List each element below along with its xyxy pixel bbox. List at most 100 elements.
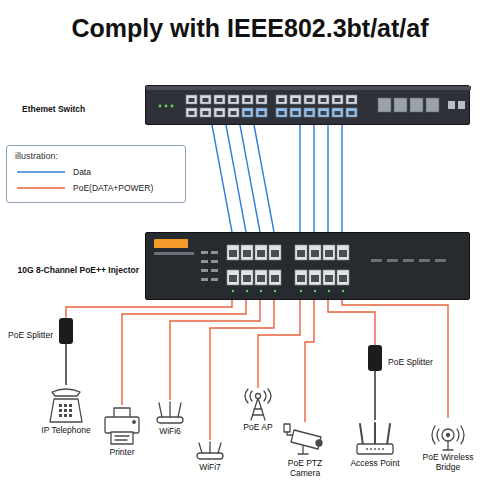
ptz-camera: PoE PTZ Camera [281, 422, 329, 478]
cable-connector [328, 300, 375, 345]
switch-port [242, 95, 253, 104]
injector-port [295, 270, 307, 285]
port-socket [243, 275, 251, 282]
injector-port [323, 270, 335, 285]
injector-port [241, 270, 253, 285]
switch-port [186, 95, 197, 104]
camera-stand [298, 446, 308, 454]
printer-device: Printer [100, 405, 144, 457]
port-socket [243, 250, 251, 257]
antenna-mast [251, 398, 265, 420]
bridge-stand [443, 441, 453, 450]
switch-port [304, 108, 315, 117]
icon-lines [197, 442, 223, 459]
cable-connector [313, 125, 314, 232]
port-socket [307, 111, 313, 115]
injector-port [269, 245, 281, 260]
device-label: IP Telephone [36, 425, 96, 435]
panel-mark [371, 259, 382, 262]
ptz-camera-icon [281, 422, 329, 458]
port-socket [189, 111, 195, 115]
node-heading: PoE Splitter [387, 357, 434, 367]
cable-connector [327, 125, 328, 232]
status-led [159, 105, 162, 108]
switch-port [332, 108, 343, 117]
port-socket [259, 111, 265, 115]
device-label: WiFi7 [193, 462, 227, 472]
legend-text: PoE(DATA+POWER) [73, 183, 153, 193]
switch-face [146, 86, 471, 126]
switch-port [290, 108, 301, 117]
printer-body [105, 417, 139, 433]
cable-connector [305, 300, 314, 422]
device-label: Printer [100, 447, 144, 457]
cable-connector [254, 125, 274, 232]
printer-output [111, 432, 133, 444]
title-area: Comply with IEEE802.3bt/at/af [0, 14, 500, 43]
cable-connector [170, 300, 260, 400]
cable-connector [65, 344, 66, 385]
icon-lines [284, 424, 322, 454]
port-socket [245, 111, 251, 115]
switch-port [276, 108, 287, 117]
poe-splitter: PoE Splitter [368, 345, 382, 371]
port-socket [321, 111, 327, 115]
port-socket [297, 275, 305, 282]
switch-port [214, 108, 225, 117]
legend-row: PoE(DATA+POWER) [15, 180, 177, 196]
wifi-router: WiFi6 [153, 400, 187, 436]
printer-device-icon [100, 405, 144, 447]
poe-injector: 10G 8-Channel PoE++ Injector [145, 232, 470, 300]
port-socket [325, 250, 333, 257]
wireless-bridge: PoE Wireless Bridge [415, 418, 481, 472]
poe-ap: PoE AP [238, 388, 278, 432]
switch-port [200, 108, 211, 117]
router-led [370, 448, 372, 450]
port-socket [231, 98, 237, 102]
injector-port [255, 245, 267, 260]
panel-mark [419, 259, 430, 262]
device-label: PoE PTZ Camera [281, 458, 329, 478]
device-label: PoE AP [238, 422, 278, 432]
injector-port [309, 270, 321, 285]
port-socket [339, 275, 347, 282]
port-socket [279, 98, 285, 102]
injector-port [227, 270, 239, 285]
switch-port [276, 95, 287, 104]
panel-mark [403, 259, 414, 262]
port-socket [231, 111, 237, 115]
port-socket [217, 98, 223, 102]
port-socket [311, 275, 319, 282]
wifi-router-icon [193, 440, 227, 462]
legend-box: illustration:DataPoE(DATA+POWER) [6, 145, 186, 203]
status-led [246, 290, 248, 292]
port-socket [203, 98, 209, 102]
injector-face [146, 233, 471, 301]
panel-mark [387, 259, 398, 262]
legend-line [17, 171, 65, 173]
injector-port [337, 270, 349, 285]
wifi-router: WiFi7 [193, 440, 227, 472]
port-socket [325, 275, 333, 282]
injector-port [227, 245, 239, 260]
port-socket [349, 111, 355, 115]
bridge-dish [442, 429, 454, 441]
printer-led [133, 421, 136, 424]
sfp-port [426, 98, 439, 112]
router-body [357, 444, 393, 454]
phone-handset [52, 389, 80, 396]
phone-key [69, 414, 72, 417]
cable-connector [299, 125, 300, 232]
ip-telephone: IP Telephone [36, 385, 96, 435]
legend-sample [15, 167, 67, 177]
port-socket [203, 111, 209, 115]
cable-connector [66, 300, 232, 318]
bridge-center [447, 434, 450, 437]
legend-heading: illustration: [15, 151, 177, 161]
port-socket [297, 250, 305, 257]
switch-port [256, 95, 267, 104]
port-socket [271, 275, 279, 282]
panel-mark [201, 251, 208, 254]
port-socket [279, 111, 285, 115]
